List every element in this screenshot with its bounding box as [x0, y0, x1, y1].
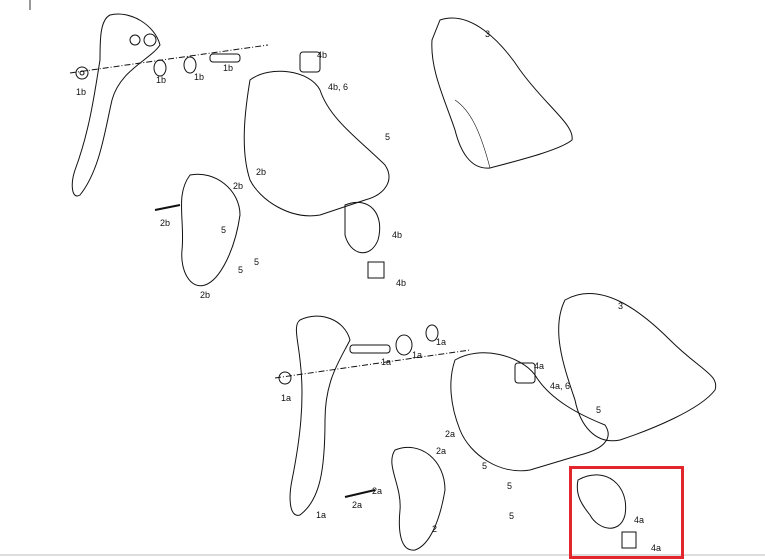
callout-1b: 1b	[194, 72, 205, 82]
callout-1a: 1a	[316, 510, 327, 520]
callout-2a: 2a	[372, 486, 383, 496]
callout-3: 3	[618, 301, 624, 311]
callout-5: 5	[221, 225, 227, 235]
callout-1b: 1b	[76, 87, 87, 97]
callout-2a: 2a	[436, 446, 447, 456]
callout-1b: 1b	[156, 75, 167, 85]
part-4a-clamp	[576, 474, 627, 529]
part-4a-cap	[514, 362, 536, 384]
callout-1a: 1a	[412, 350, 423, 360]
brake-lever-upper	[71, 13, 161, 197]
callout-2b: 2b	[200, 290, 211, 300]
callout-5: 5	[596, 405, 602, 415]
brake-lever-lower	[289, 315, 351, 516]
highlight-box-part-4a	[569, 466, 684, 559]
part-4b-clamp	[344, 202, 381, 253]
callout-1b: 1b	[223, 63, 234, 73]
callout-1a: 1a	[436, 337, 447, 347]
callout-2b: 2b	[256, 167, 267, 177]
callout-4a: 4a	[634, 515, 645, 525]
callout-4a: 4a	[534, 361, 545, 371]
callout-1a: 1a	[281, 393, 292, 403]
callout-2b: 2b	[160, 218, 171, 228]
hood-cover-lower	[558, 293, 717, 442]
callout-4b: 4b	[392, 230, 403, 240]
shifter-body-lower	[450, 352, 609, 472]
callout-2a: 2a	[445, 429, 456, 439]
callout-5: 5	[509, 511, 515, 521]
callout-4b: 4b	[317, 50, 328, 60]
callout-2a: 2a	[352, 500, 363, 510]
part-4b-cap	[299, 51, 321, 73]
callout-2b: 2b	[233, 181, 244, 191]
callout-2: 2	[432, 524, 438, 534]
callout-3: 3	[485, 29, 491, 39]
callout-5: 5	[385, 132, 391, 142]
paddle-2	[391, 446, 446, 551]
callout-5: 5	[507, 481, 513, 491]
callout-4a-6: 4a, 6	[550, 381, 571, 391]
callout-4a: 4a	[651, 543, 662, 553]
paddle-2b	[181, 173, 241, 287]
callout-1a: 1a	[381, 357, 392, 367]
hood-cover-upper	[431, 17, 573, 169]
callout-5: 5	[238, 265, 244, 275]
callout-4b: 4b	[396, 278, 407, 288]
callout-5: 5	[254, 257, 260, 267]
callout-5: 5	[482, 461, 488, 471]
callout-4b-6: 4b, 6	[328, 82, 349, 92]
shifter-body-upper	[243, 70, 390, 217]
